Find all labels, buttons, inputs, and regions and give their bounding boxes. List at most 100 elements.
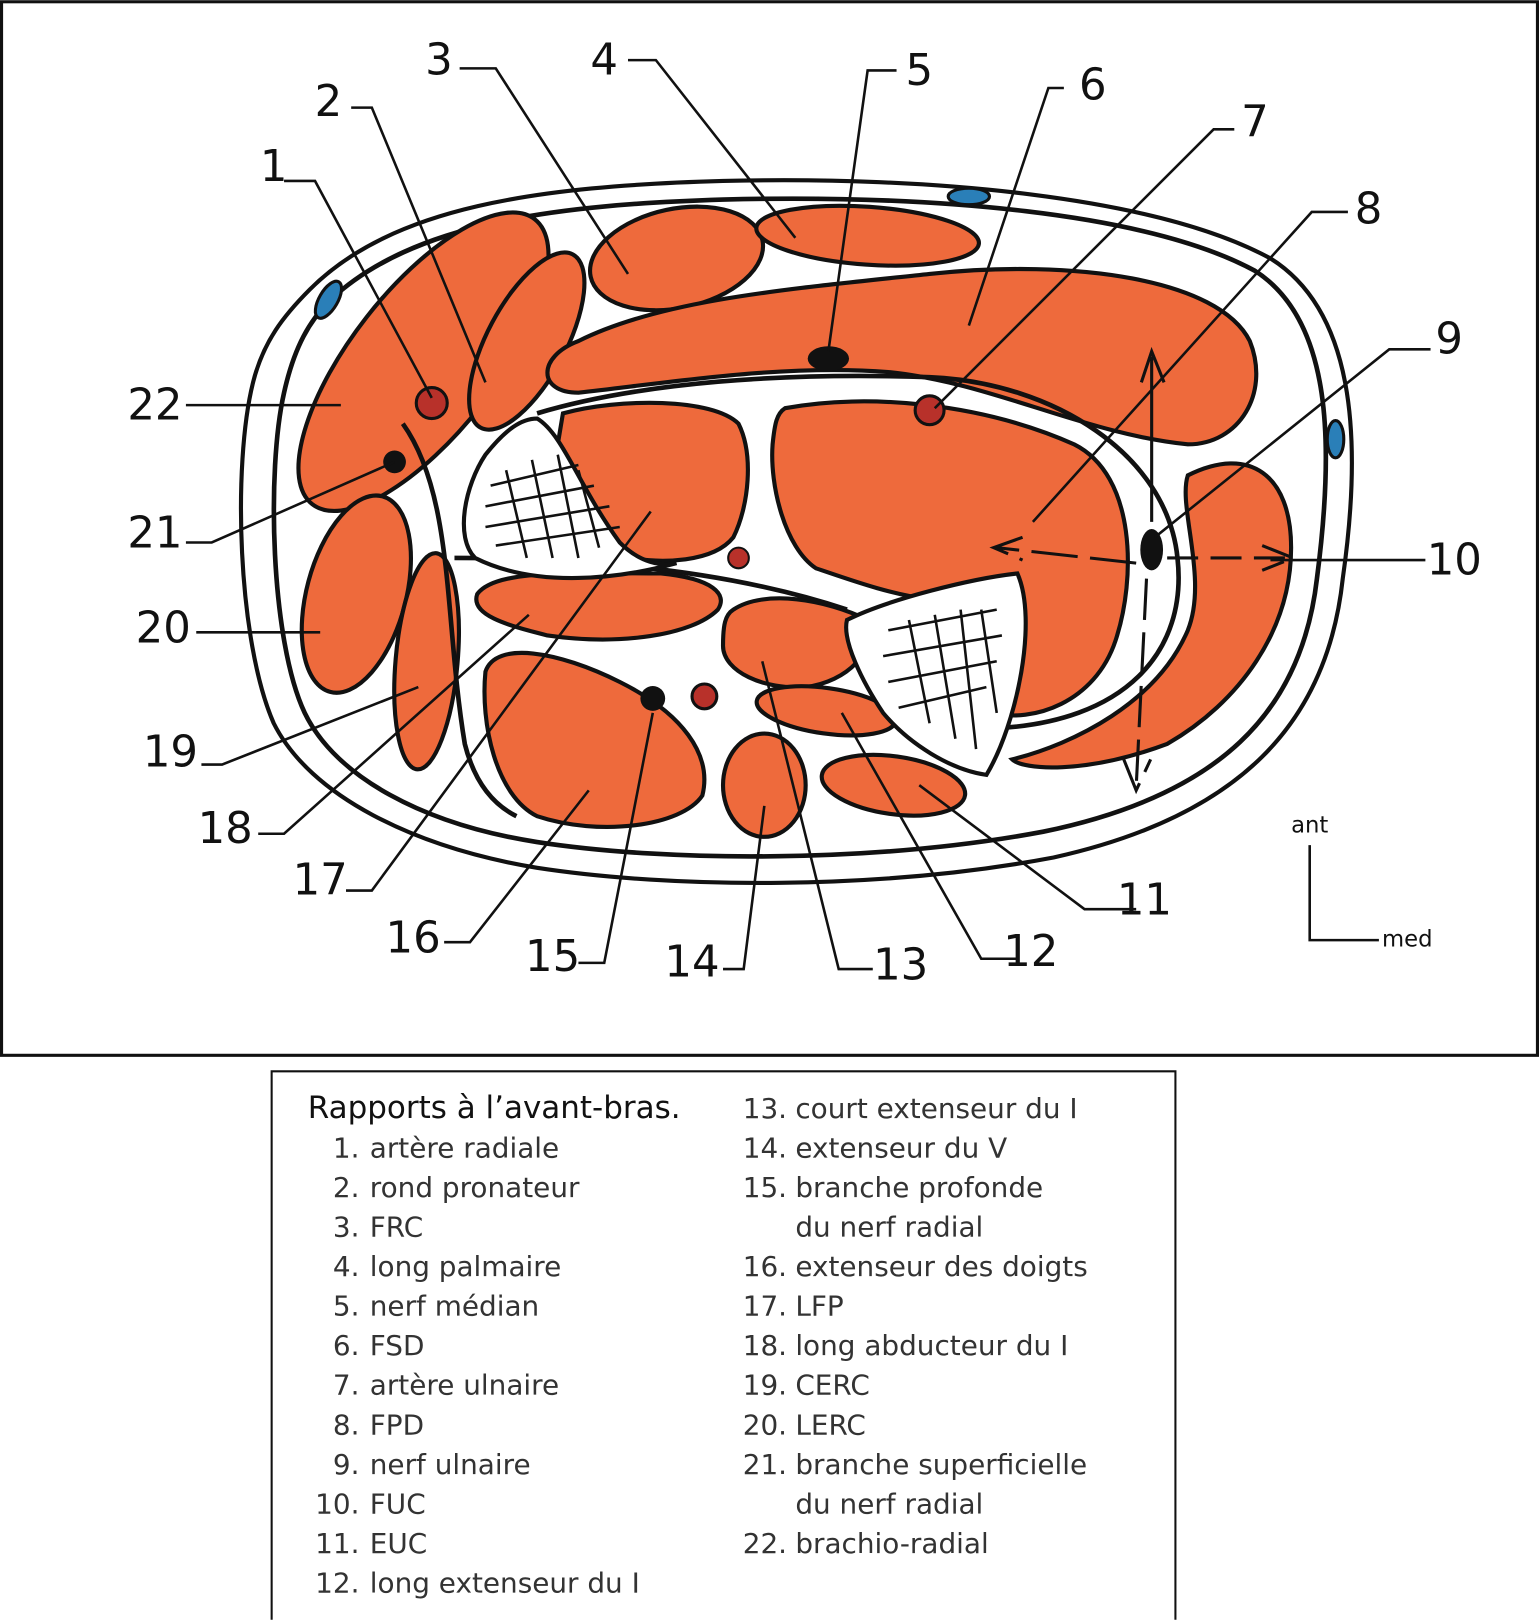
legend-item-label: EUC — [370, 1527, 427, 1560]
muscle-fpd — [770, 399, 1130, 718]
legend: Rapports à l’avant-bras. 1. artère radial… — [270, 1070, 1177, 1620]
vein — [946, 186, 992, 207]
legend-item: 6.FSD — [333, 1329, 425, 1362]
legend-item: 11. EUC — [315, 1527, 427, 1560]
legend-item-number: 20. — [743, 1408, 787, 1441]
legend-item-number: 21. — [743, 1448, 787, 1481]
label-6: 6 — [1079, 60, 1107, 110]
septum — [400, 422, 518, 819]
posterior-interosseous-artery — [690, 682, 719, 711]
legend-item: 5. nerf médian — [333, 1290, 539, 1323]
radial-artery — [414, 386, 449, 421]
legend-item-number: 16. — [743, 1250, 787, 1283]
legend-item: 18.long abducteur du I — [743, 1329, 1069, 1362]
legend-item: 4. long palmaire — [333, 1250, 561, 1283]
orientation-indicator: ant med — [1291, 813, 1432, 953]
label-3: 3 — [425, 36, 453, 86]
legend-title: Rapports à l’avant-bras. — [308, 1090, 681, 1126]
muscle-fsd — [545, 266, 1259, 447]
legend-item-label: du nerf radial — [795, 1210, 983, 1243]
label-18: 18 — [198, 804, 253, 854]
legend-item: 13.court extenseur du I — [743, 1092, 1078, 1125]
legend-item-number: 12. — [315, 1567, 359, 1600]
legend-item: 1. artère radiale — [333, 1131, 559, 1164]
legend-item-label: brachio-radial — [795, 1527, 988, 1560]
label-20: 20 — [136, 604, 191, 654]
legend-item-number: 9. — [333, 1448, 360, 1481]
label-19: 19 — [143, 728, 198, 778]
legend-item-label: FRC — [370, 1210, 423, 1243]
label-17: 17 — [293, 856, 348, 906]
legend-item: 20.LERC — [743, 1408, 866, 1441]
legend-item: 8. FPD — [333, 1408, 424, 1441]
radius-hatching — [485, 454, 620, 559]
legend-item: 3. FRC — [333, 1210, 423, 1243]
label-4: 4 — [590, 36, 618, 86]
legend-item-label: branche superficielle — [795, 1448, 1087, 1481]
orientation-medial: med — [1382, 926, 1433, 952]
legend-item-number: 17. — [743, 1290, 787, 1323]
legend-item: 21.branche superficielle du nerf radial — [743, 1448, 1087, 1521]
superficial-radial-nerve — [383, 450, 406, 474]
legend-item-number: 11. — [315, 1527, 359, 1560]
legend-item-number: 22. — [743, 1527, 787, 1560]
legend-item-number: 1. — [333, 1131, 360, 1164]
legend-item: 22.brachio-radial — [743, 1527, 989, 1560]
legend-frame — [270, 1070, 1177, 1620]
leader-lines — [185, 58, 1431, 971]
ulnar-artery — [913, 394, 946, 427]
label-16: 16 — [386, 914, 441, 964]
radius-bone — [461, 416, 678, 581]
legend-item: 16.extenseur des doigts — [743, 1250, 1088, 1283]
median-nerve — [807, 346, 850, 372]
ulnar-nerve — [1140, 529, 1164, 571]
legend-item-label: court extenseur du I — [795, 1092, 1077, 1125]
legend-item-label: artère radiale — [370, 1131, 559, 1164]
legend-item-label: branche profonde — [795, 1171, 1043, 1204]
legend-item-label: long palmaire — [370, 1250, 562, 1283]
legend-item: 14.extenseur du V — [743, 1131, 1007, 1164]
muscle-extensor-digitorum — [482, 650, 707, 830]
label-13: 13 — [873, 940, 928, 990]
vein — [313, 279, 344, 320]
interosseous-artery — [727, 546, 750, 570]
muscle-extensor-pollicis-brevis — [720, 596, 872, 690]
muscle-euc — [819, 752, 968, 818]
label-5: 5 — [905, 46, 933, 96]
label-1: 1 — [260, 142, 288, 192]
legend-item-label: FPD — [370, 1408, 424, 1441]
muscle-palmaris-longus — [754, 203, 981, 268]
legend-item-label: rond pronateur — [370, 1171, 580, 1204]
legend-item-label: du nerf radial — [795, 1487, 983, 1520]
legend-item-number: 2. — [333, 1171, 360, 1204]
legend-item-label: nerf médian — [370, 1290, 539, 1323]
label-2: 2 — [315, 77, 343, 127]
ulna-bone — [844, 571, 1028, 778]
label-14: 14 — [664, 937, 719, 987]
label-15: 15 — [525, 932, 580, 982]
legend-item-label: extenseur du V — [795, 1131, 1007, 1164]
legend-item-number: 14. — [743, 1131, 787, 1164]
legend-item-label: LFP — [795, 1290, 843, 1323]
deep-flexor-fascia — [536, 373, 1181, 731]
legend-item: 12. long extenseur du I — [315, 1567, 640, 1600]
label-9: 9 — [1435, 314, 1463, 364]
legend-item-label: long extenseur du I — [370, 1567, 640, 1600]
legend-item-label: CERC — [795, 1369, 870, 1402]
legend-item-number: 15. — [743, 1171, 787, 1204]
cross-section-drawing — [238, 178, 1354, 885]
legend-item: 15.branche profonde du nerf radial — [743, 1171, 1043, 1244]
structure-labels: 1 2 3 4 5 6 7 8 9 10 11 12 13 14 15 16 1… — [127, 36, 1482, 991]
legend-item-label: artère ulnaire — [370, 1369, 559, 1402]
legend-item-number: 13. — [743, 1092, 787, 1125]
muscle-fuc — [1008, 461, 1294, 770]
deep-fascia — [271, 196, 1329, 859]
legend-item-number: 3. — [333, 1210, 360, 1243]
legend-item-number: 4. — [333, 1250, 360, 1283]
orientation-axes — [1308, 845, 1379, 942]
legend-item-number: 8. — [333, 1408, 360, 1441]
legend-item-number: 5. — [333, 1290, 360, 1323]
legend-item-number: 19. — [743, 1369, 787, 1402]
label-10: 10 — [1427, 536, 1482, 586]
legend-item: 17.LFP — [743, 1290, 844, 1323]
